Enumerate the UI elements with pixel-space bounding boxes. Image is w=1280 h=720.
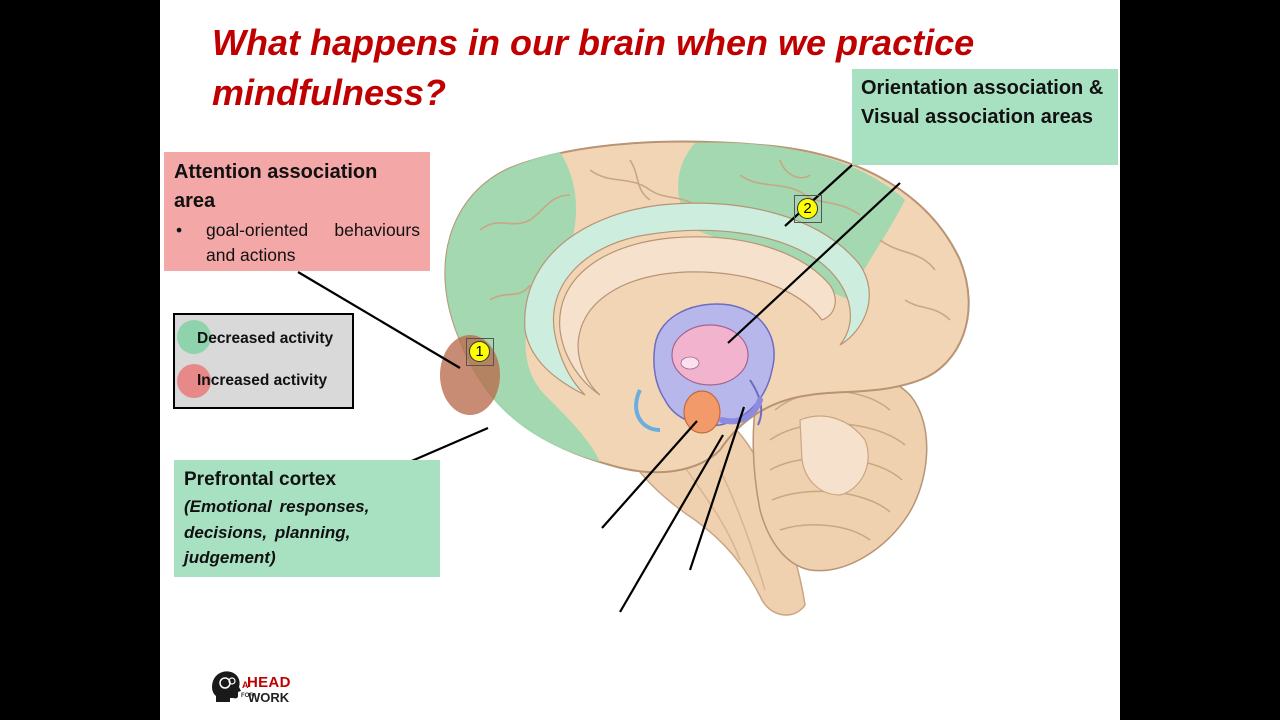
prefrontal-detail: (Emotional responses, decisions, plannin… [184, 497, 370, 567]
attention-bullet: • goal-oriented behaviours and actions [174, 218, 420, 268]
amygdala [683, 390, 721, 434]
slide: What happens in our brain when we practi… [160, 0, 1120, 720]
prefrontal-heading: Prefrontal cortex [184, 469, 337, 490]
logo-word-head: HEAD [247, 674, 291, 691]
marker-2: 2 [794, 195, 822, 223]
logo-word-work: WORK [248, 690, 290, 705]
corpus-callosum [559, 236, 836, 396]
hippocampus [719, 397, 763, 425]
ahead-for-work-logo: A HEAD FOR WORK [210, 668, 310, 708]
brain-illustration [297, 140, 970, 616]
legend-increased-swatch [177, 364, 211, 398]
legend-decreased-swatch [177, 320, 211, 354]
legend-decreased-label: Decreased activity [197, 330, 334, 347]
logo-for: FOR [241, 693, 254, 699]
marker-1: 1 [466, 338, 494, 366]
head-gears-icon [212, 671, 241, 702]
marker-2-badge: 2 [797, 198, 818, 219]
attention-heading: Attention association area [174, 161, 378, 212]
logo-a: A [242, 680, 249, 690]
marker-1-badge: 1 [469, 341, 490, 362]
slide-title: What happens in our brain when we practi… [212, 22, 975, 113]
cingulate-band [524, 202, 870, 396]
bullet-dot: • [176, 220, 183, 240]
orientation-association-box: Orientation association & Visual associa… [852, 69, 1118, 165]
gyri-lines [479, 159, 951, 321]
attention-bullet-text: goal-oriented behaviours and actions [206, 220, 420, 265]
attention-association-box: Attention association area • goal-orient… [164, 152, 430, 271]
prefrontal-cortex-box: Prefrontal cortex (Emotional responses, … [174, 460, 440, 577]
activity-legend: Decreased activity Increased activity [173, 313, 354, 409]
thalamus [671, 324, 749, 386]
leader-lines [297, 164, 901, 613]
legend-increased-label: Increased activity [197, 372, 328, 389]
cerebellum [752, 364, 928, 572]
